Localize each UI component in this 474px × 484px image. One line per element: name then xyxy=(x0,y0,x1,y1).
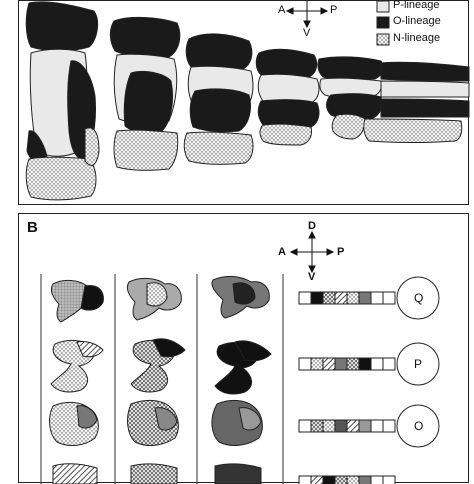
cell-diagram-n xyxy=(298,475,396,484)
legend-swatch-p xyxy=(376,0,390,13)
n-lineage-region xyxy=(113,129,179,171)
legend-swatch-n xyxy=(376,33,390,46)
row-2-shapes xyxy=(50,338,272,395)
axis-label-anterior-b: A xyxy=(278,246,286,258)
o-lineage-region xyxy=(189,88,252,133)
axis-cross xyxy=(285,1,329,29)
cell-label-q: Q xyxy=(414,291,424,305)
cell-diagram-p xyxy=(298,342,440,386)
axis-label-ventral-b: V xyxy=(308,271,316,283)
panel-b: B xyxy=(18,213,469,484)
o-lineage-region xyxy=(25,1,99,52)
legend-label-n: N-lineage xyxy=(393,32,441,44)
n-lineage-region xyxy=(84,127,100,166)
segment-2 xyxy=(109,16,181,171)
axis-label-anterior: A xyxy=(278,4,286,16)
o-lineage-region xyxy=(109,16,181,59)
axis-label-ventral: V xyxy=(303,27,311,39)
cell-label-p: P xyxy=(414,357,423,371)
legend-label-p: P-lineage xyxy=(393,0,440,11)
n-lineage-region xyxy=(25,156,97,201)
o-lineage-region xyxy=(185,33,253,71)
p-lineage-region xyxy=(380,80,470,98)
legend-label-o: O-lineage xyxy=(393,15,441,27)
o-lineage-region xyxy=(380,98,470,118)
legend xyxy=(376,0,390,46)
n-lineage-region xyxy=(363,118,463,143)
axis-label-posterior-b: P xyxy=(337,246,345,258)
o-lineage-region xyxy=(317,56,384,81)
n-lineage-region xyxy=(259,123,312,146)
cell-diagram-q xyxy=(298,276,440,320)
row-3-shapes xyxy=(49,399,263,446)
segment-3 xyxy=(183,33,254,165)
panel-a-drawing xyxy=(25,0,470,201)
o-lineage-region xyxy=(26,130,48,163)
o-lineage-region xyxy=(123,70,173,134)
cell-label-o: O xyxy=(414,419,424,433)
cell-diagram-o xyxy=(298,404,440,448)
axis-label-posterior: P xyxy=(330,4,338,16)
legend-swatch-o xyxy=(376,16,390,29)
panel-label-b: B xyxy=(27,219,38,236)
axis-cross-b xyxy=(289,230,335,274)
segment-1 xyxy=(25,1,100,201)
panel-a: A P V P-lineage O-lineage N-lineage xyxy=(18,0,470,205)
n-lineage-region xyxy=(331,113,366,140)
segment-5 xyxy=(317,56,384,140)
n-lineage-region xyxy=(183,131,254,165)
segment-6 xyxy=(363,61,470,143)
o-lineage-region xyxy=(380,61,470,82)
panel-b-drawing xyxy=(40,230,440,484)
row-1-shapes xyxy=(50,275,270,323)
axis-label-dorsal: D xyxy=(308,220,316,232)
segment-4 xyxy=(255,48,320,146)
